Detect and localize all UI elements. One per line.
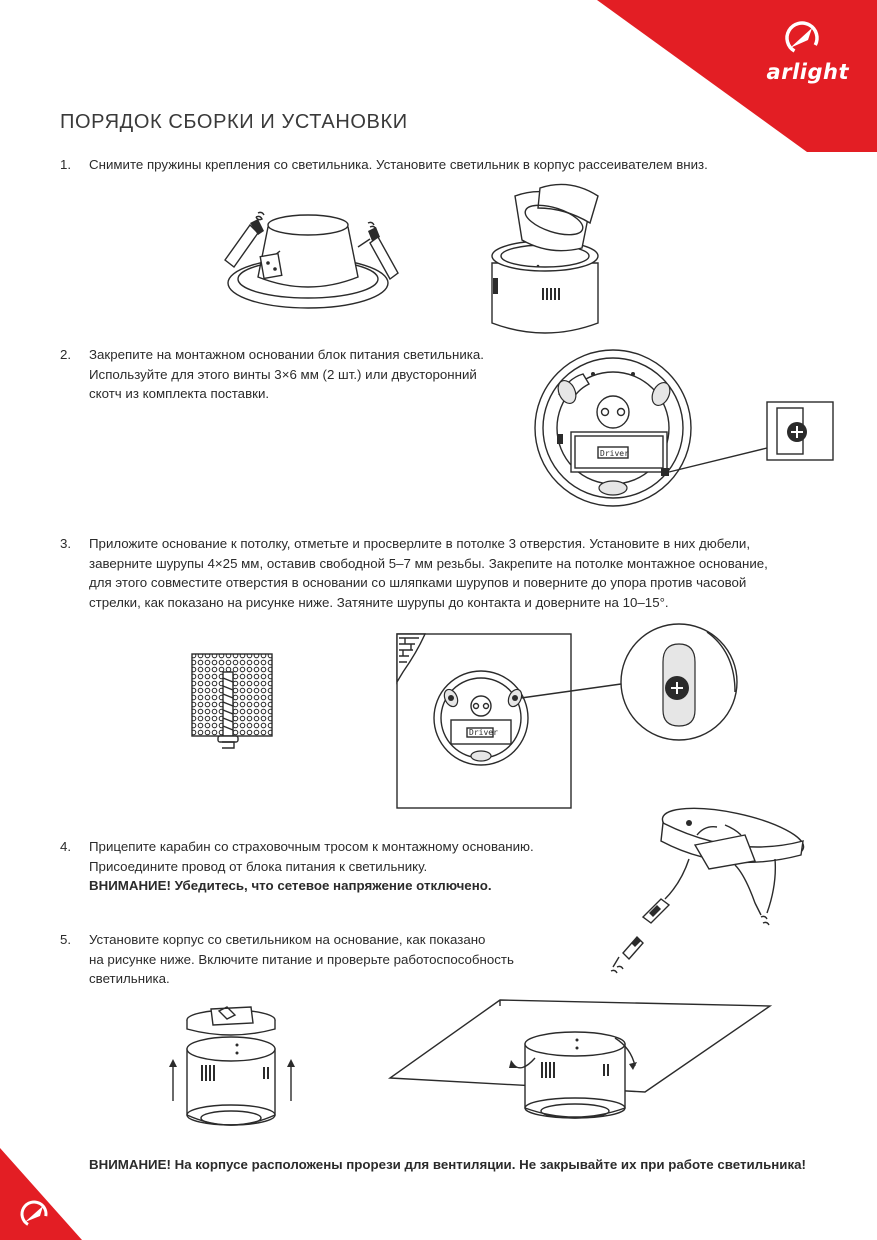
- dowel-ceiling-illustration: [191, 653, 273, 749]
- step-text: Снимите пружины крепления со светильника…: [89, 157, 708, 172]
- safety-cable-wire-illustration: [610, 807, 805, 974]
- brand-corner-bottom: [0, 1148, 82, 1240]
- step-3: 3. Приложите основание к потолку, отметь…: [60, 534, 850, 614]
- step-text: Используйте для этого винты 3×6 мм (2 шт…: [89, 366, 477, 382]
- step-text: светильника.: [89, 971, 170, 986]
- step-text: Установите корпус со светильником на осн…: [89, 932, 486, 947]
- step-4: 4. Прицепите карабин со страховочным тро…: [60, 837, 620, 897]
- step-number: 3.: [60, 536, 72, 551]
- step-number: 1.: [60, 157, 72, 172]
- step-text: заверните шурупы 4×25 мм, оставив свобод…: [89, 555, 768, 571]
- driver-label: Driver: [600, 449, 629, 458]
- step-2: 2. Закрепите на монтажном основании блок…: [60, 345, 540, 405]
- step-warning: ВНИМАНИЕ! Убедитесь, что сетевое напряже…: [89, 878, 492, 893]
- installed-on-ceiling-illustration: [387, 999, 773, 1119]
- driver-label: Driver: [469, 728, 498, 737]
- ventilation-warning: ВНИМАНИЕ! На корпусе расположены прорези…: [89, 1157, 806, 1172]
- housing-onto-base-illustration: [169, 1006, 295, 1126]
- step-text: стрелки, как показано на рисунке ниже. З…: [89, 594, 669, 610]
- step-number: 4.: [60, 839, 72, 854]
- step-text: Присоедините провод от блока питания к с…: [89, 858, 428, 874]
- step-text: Закрепите на монтажном основании блок пи…: [89, 347, 484, 362]
- page-title: ПОРЯДОК СБОРКИ И УСТАНОВКИ: [60, 111, 408, 134]
- downlight-with-springs-illustration: [224, 211, 399, 309]
- step-text: Прицепите карабин со страховочным тросом…: [89, 839, 534, 854]
- base-on-ceiling-illustration: Driver: [396, 623, 738, 809]
- mounting-base-driver-illustration: Driver: [534, 349, 834, 507]
- step-text: на рисунке ниже. Включите питание и пров…: [89, 951, 514, 967]
- step-5: 5. Установите корпус со светильником на …: [60, 930, 620, 990]
- arlight-swoosh-icon: [785, 21, 819, 55]
- step-text: скотч из комплекта поставки.: [89, 386, 270, 401]
- brand-logo: arlight: [766, 60, 849, 84]
- lamp-into-housing-illustration: [491, 183, 599, 334]
- step-text: для этого совместите отверстия в основан…: [89, 575, 747, 590]
- step-text: Приложите основание к потолку, отметьте …: [89, 536, 751, 551]
- step-number: 5.: [60, 932, 72, 947]
- step-number: 2.: [60, 347, 72, 362]
- step-1: 1. Снимите пружины крепления со светильн…: [60, 155, 840, 175]
